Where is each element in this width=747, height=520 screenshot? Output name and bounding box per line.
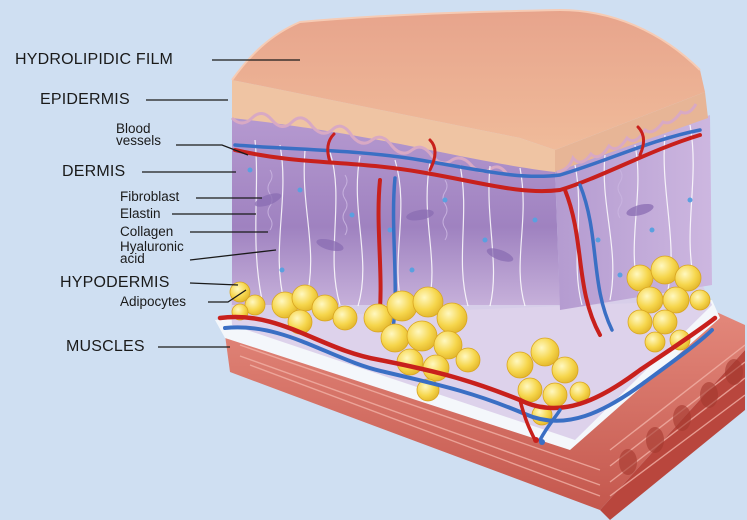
label-blood-vessels: Blood vessels (116, 123, 161, 147)
leader-hypodermis (190, 283, 238, 285)
label-blood-vessels-line2: vessels (116, 135, 161, 147)
label-hydrolipidic-film: HYDROLIPIDIC FILM (15, 52, 173, 68)
label-fibroblast: Fibroblast (120, 190, 179, 204)
label-hyaluronic-acid-line2: acid (120, 253, 184, 265)
label-collagen: Collagen (120, 225, 173, 239)
label-hyaluronic-acid: Hyaluronic acid (120, 241, 184, 265)
label-dermis: DERMIS (62, 164, 125, 180)
label-epidermis: EPIDERMIS (40, 92, 130, 108)
label-hypodermis: HYPODERMIS (60, 275, 170, 291)
label-muscles: MUSCLES (66, 339, 145, 355)
label-elastin: Elastin (120, 207, 161, 221)
label-adipocytes: Adipocytes (120, 295, 186, 309)
